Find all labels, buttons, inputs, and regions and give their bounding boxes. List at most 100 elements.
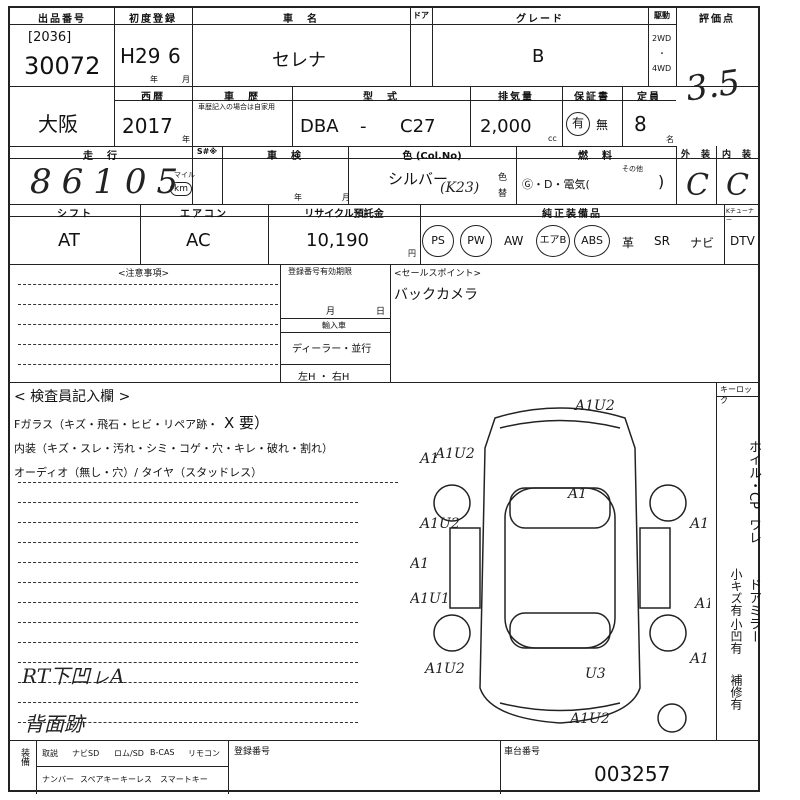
caution-line — [18, 284, 278, 285]
wheel-front-right — [649, 484, 687, 522]
shift-label: シフト — [57, 209, 93, 220]
notes-bottom-line — [10, 382, 758, 383]
divider — [192, 146, 193, 204]
color-value: シルバー — [388, 170, 449, 188]
region: 大阪 — [38, 112, 78, 136]
inspection-label: 車 検 — [267, 151, 303, 162]
first-reg-label: 初度登録 — [129, 14, 177, 25]
equipment-navi: ナビ — [690, 236, 715, 250]
divider — [114, 8, 115, 86]
acc-manual: 取説 — [42, 749, 58, 758]
acc-number: ナンバー — [42, 775, 74, 784]
displacement-label: 排気量 — [498, 92, 534, 103]
inspector-line — [18, 662, 358, 663]
inspector-line — [18, 522, 358, 523]
import-label: 輸入車 — [322, 321, 346, 330]
capacity-unit: 名 — [666, 135, 674, 144]
damage-mark: A1U2 — [423, 661, 465, 677]
caution-line — [18, 324, 278, 325]
divider — [348, 146, 349, 204]
mileage-unit-km: km — [170, 182, 192, 196]
inspector-line — [18, 542, 358, 543]
row4-bottom-line — [10, 264, 758, 265]
drive-label: 駆動 — [654, 11, 670, 20]
import-top-line — [280, 318, 390, 319]
side-note-crack: ワレ — [746, 518, 761, 544]
reg-period-label: 車 歴 — [224, 92, 260, 103]
damage-mark: A1 — [410, 556, 429, 572]
drive-4wd: 4WD — [652, 64, 672, 73]
ac-label: エアコン — [180, 209, 228, 220]
inspector-line — [18, 602, 358, 603]
warranty-no: 無 — [596, 118, 609, 132]
lot-no: 30072 — [24, 52, 101, 80]
type-prefix: DBA — [300, 116, 339, 137]
equipment-abs: ABS — [574, 225, 610, 257]
wheel-front-left — [433, 484, 471, 522]
spare-tire — [657, 703, 687, 733]
grade-value: B — [532, 46, 545, 67]
equipment-ps: PS — [422, 225, 454, 257]
divider — [222, 146, 223, 204]
damage-mark: A1U2 — [433, 446, 475, 462]
warranty-yes-circle: 有 — [566, 112, 590, 136]
wheel-rear-left — [433, 614, 471, 652]
divider — [516, 146, 517, 204]
damage-mark: A1U2 — [688, 516, 710, 532]
color-code: (K23) — [440, 180, 480, 196]
displacement-unit: cc — [548, 134, 557, 143]
grade-label: グレード — [516, 14, 564, 25]
inspector-interior: 内装（キズ・スレ・汚れ・シミ・コゲ・穴・キレ・破れ・割れ） — [14, 442, 333, 455]
inspection-year: 年 — [294, 193, 302, 202]
sales-point: バックカメラ — [394, 287, 478, 303]
rating-value: 3.5 — [683, 62, 743, 110]
car-diagram: A1U2A1A1A1U2A1A1U2A1U1A1U1A1U1A1U2U3A1U2… — [410, 398, 710, 733]
key-lock-label: キーロック — [720, 385, 752, 405]
capacity-label: 定員 — [637, 92, 661, 103]
equipment-aw: AW — [504, 234, 524, 248]
recycle-label: リサイクル預託金 — [304, 209, 384, 220]
door-label: ドア — [413, 11, 429, 20]
month-char: 月 — [182, 75, 190, 84]
footer-mid-line — [36, 766, 228, 767]
steering-line — [280, 364, 390, 365]
divider — [114, 86, 115, 146]
steering: 左H ・ 右H — [298, 372, 350, 383]
acc-bcas: B-CAS — [150, 748, 175, 757]
divider — [622, 86, 623, 146]
reg-month: 月 — [326, 307, 336, 317]
chassis-value: 003257 — [594, 762, 671, 786]
divider — [390, 264, 391, 382]
divider — [432, 8, 433, 86]
inspector-line — [18, 642, 358, 643]
inspection-month: 月 — [342, 193, 350, 202]
interior-label: 内 装 — [721, 150, 752, 160]
mileage-unit-mile: マイル — [174, 171, 195, 179]
type-dash: - — [360, 116, 367, 137]
car-windshield — [509, 487, 611, 529]
damage-mark: A1 — [566, 486, 587, 502]
damage-mark: A1U1 — [693, 596, 710, 612]
divider — [36, 740, 37, 794]
wheel-rear-right — [649, 614, 687, 652]
divider — [562, 86, 563, 146]
type-code: C27 — [400, 116, 436, 137]
inspector-line — [18, 682, 358, 683]
capacity-value: 8 — [634, 112, 647, 136]
color-change-2: 替 — [498, 189, 508, 199]
model-label: 車 名 — [283, 14, 319, 25]
divider — [280, 264, 281, 382]
caution-line — [18, 344, 278, 345]
door-left — [449, 527, 481, 609]
divider — [420, 204, 421, 264]
type-label: 型 式 — [363, 92, 399, 103]
inspector-line — [18, 502, 358, 503]
inspector-line — [18, 622, 358, 623]
fuel-label: 燃 料 — [578, 151, 614, 162]
divider — [268, 204, 269, 264]
inspector-hand-note-1: RT下凹ㇾA — [22, 664, 125, 688]
fuel-other: その他 — [622, 165, 643, 173]
equipment-label: 純正装備品 — [542, 209, 602, 220]
model-name: セレナ — [272, 50, 326, 71]
inspector-title: < 検査員記入欄 > — [14, 389, 131, 405]
